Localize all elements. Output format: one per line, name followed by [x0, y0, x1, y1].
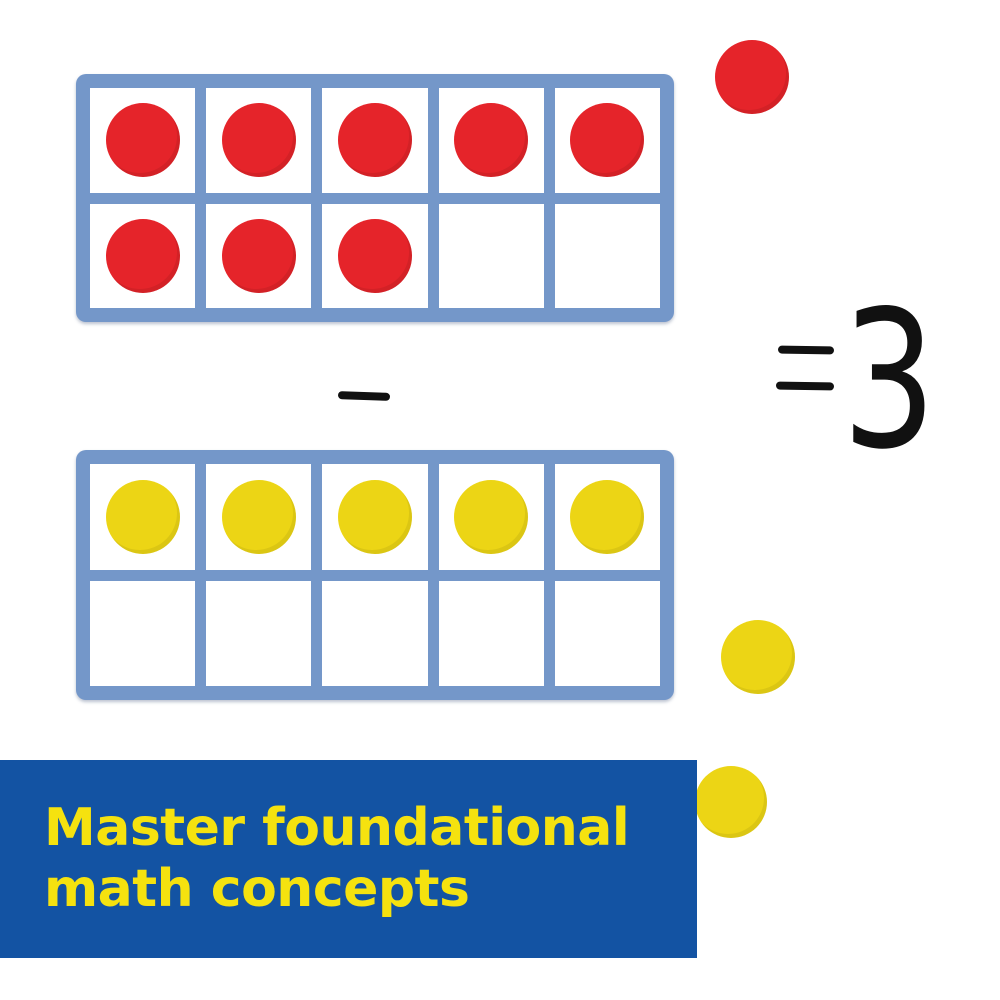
ten-frame-top-cell[interactable] — [206, 88, 312, 193]
equation-result: 3 — [842, 270, 937, 491]
loose-yellow-counter[interactable] — [695, 766, 767, 838]
yellow-counter[interactable] — [221, 479, 296, 554]
red-counter[interactable] — [221, 103, 296, 178]
red-counter[interactable] — [570, 103, 645, 178]
loose-yellow-counter[interactable] — [721, 620, 795, 694]
minus-sign — [337, 391, 391, 401]
ten-frame-bottom-cell[interactable] — [322, 580, 428, 686]
ten-frame-top-grid — [90, 88, 660, 308]
banner-line-2: math concepts — [44, 859, 470, 919]
ten-frame-top-cell[interactable] — [90, 203, 196, 308]
ten-frame-top-cell[interactable] — [322, 203, 428, 308]
ten-frame-top-cell[interactable] — [554, 88, 660, 193]
yellow-counter[interactable] — [570, 479, 645, 554]
ten-frame-top-cell[interactable] — [90, 88, 196, 193]
equals-sign-top-line — [777, 345, 835, 355]
yellow-counter[interactable] — [337, 479, 412, 554]
yellow-counter[interactable] — [105, 479, 180, 554]
red-counter[interactable] — [337, 103, 412, 178]
red-counter[interactable] — [337, 218, 412, 293]
ten-frame-bottom-cell[interactable] — [554, 464, 660, 570]
red-counter[interactable] — [105, 103, 180, 178]
banner: Master foundational math concepts — [0, 760, 697, 958]
red-counter[interactable] — [454, 103, 529, 178]
equals-sign-bottom-line — [775, 381, 835, 391]
ten-frame-top-cell[interactable] — [206, 203, 312, 308]
ten-frame-bottom — [76, 450, 674, 700]
ten-frame-bottom-cell[interactable] — [322, 464, 428, 570]
ten-frame-bottom-grid — [90, 464, 660, 686]
ten-frame-bottom-cell[interactable] — [90, 464, 196, 570]
yellow-counter[interactable] — [454, 479, 529, 554]
ten-frame-bottom-cell[interactable] — [438, 464, 544, 570]
ten-frame-bottom-cell[interactable] — [206, 464, 312, 570]
ten-frame-bottom-cell[interactable] — [554, 580, 660, 686]
loose-red-counter[interactable] — [715, 40, 789, 114]
ten-frame-bottom-cell[interactable] — [438, 580, 544, 686]
ten-frame-top-cell[interactable] — [438, 88, 544, 193]
ten-frame-top-cell[interactable] — [554, 203, 660, 308]
ten-frame-bottom-cell[interactable] — [206, 580, 312, 686]
ten-frame-top — [76, 74, 674, 322]
ten-frame-top-cell[interactable] — [322, 88, 428, 193]
red-counter[interactable] — [105, 218, 180, 293]
red-counter[interactable] — [221, 218, 296, 293]
ten-frame-top-cell[interactable] — [438, 203, 544, 308]
banner-line-1: Master foundational — [44, 797, 630, 858]
ten-frame-bottom-cell[interactable] — [90, 580, 196, 686]
